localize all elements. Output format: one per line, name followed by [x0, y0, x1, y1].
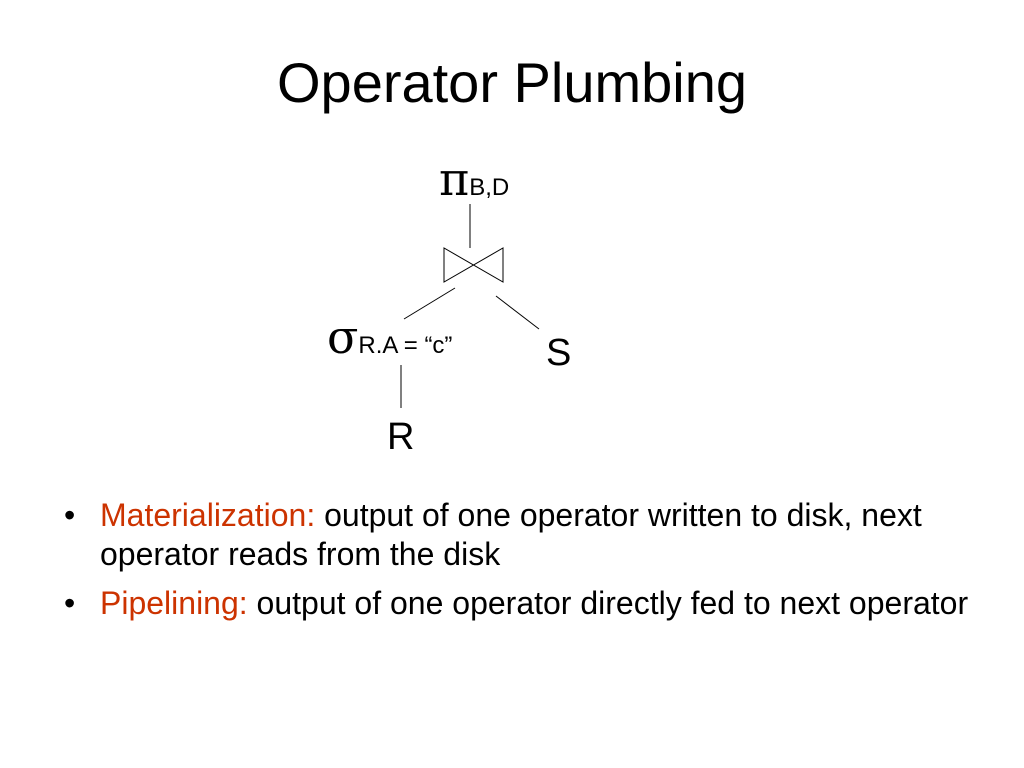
relation-r: R [387, 416, 415, 458]
term-materialization: Materialization: [100, 497, 316, 533]
bowtie-join-icon [443, 247, 504, 283]
bullet-text: output of one operator written to disk, … [100, 497, 922, 573]
bullet-marker: • [64, 585, 76, 622]
bullet-list: • Materialization: output of one operator… [60, 496, 980, 633]
relation-s: S [546, 332, 572, 374]
selection-symbol: σ [327, 310, 359, 364]
edge-join-s [495, 295, 540, 330]
selection-node: σR.A = “c” [327, 314, 452, 360]
term-pipelining: Pipelining: [100, 585, 248, 622]
selection-subscript: R.A = “c” [358, 332, 453, 359]
bullet-pipelining: • Pipelining: output of one operator dire… [60, 584, 980, 623]
query-plan-tree: πB,D σR.A = “c” S R [327, 156, 572, 458]
bullet-text: output of one operator directly fed to n… [247, 585, 969, 622]
projection-symbol: π [439, 152, 470, 206]
tree-edges [400, 204, 540, 408]
edge-join-selection [403, 287, 456, 320]
bullet-marker: • [64, 497, 76, 533]
projection-subscript: B,D [469, 174, 510, 201]
projection-node: πB,D [439, 156, 509, 202]
slide-title: Operator Plumbing [276, 51, 747, 114]
bullet-materialization: • Materialization: output of one operator… [60, 496, 980, 574]
